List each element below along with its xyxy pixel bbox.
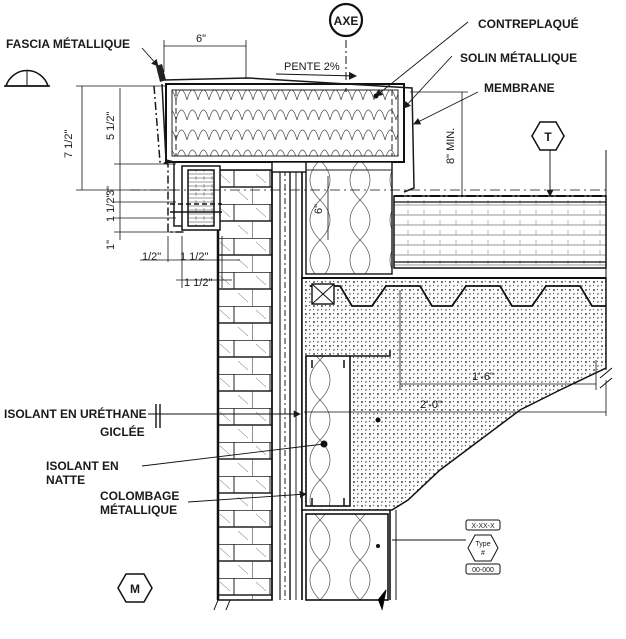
dim-span-1: 1'-6" bbox=[472, 371, 494, 383]
t-hex-label: T bbox=[544, 130, 552, 144]
dim-stud-depth: 6" bbox=[313, 204, 325, 214]
dim-3: 3" bbox=[105, 186, 117, 196]
detail-reference-tag: X-XX-X Type # 00-000 bbox=[465, 519, 501, 575]
wall-sheathing-layers bbox=[279, 170, 303, 600]
axis-bubble: AXE bbox=[328, 2, 364, 38]
label-slope: PENTE 2% bbox=[284, 61, 340, 73]
label-stud-2: MÉTALLIQUE bbox=[100, 502, 177, 517]
label-plywood: CONTREPLAQUÉ bbox=[478, 16, 579, 31]
label-urethane-1: ISOLANT EN URÉTHANE bbox=[4, 406, 147, 421]
detail-ref-top: X-XX-X bbox=[471, 523, 495, 530]
m-hexagon: M bbox=[117, 573, 153, 603]
brick-veneer bbox=[217, 169, 273, 601]
stud-wall-lower bbox=[305, 350, 391, 507]
break-lines bbox=[213, 150, 613, 611]
detail-ref-num: # bbox=[481, 550, 485, 557]
label-stud-1: COLOMBAGE bbox=[100, 489, 179, 503]
dim-height-parapet: 5 1/2" bbox=[105, 112, 117, 140]
parapet-stud-cavity bbox=[305, 161, 393, 275]
axis-dot bbox=[375, 417, 381, 423]
dim-half: 1/2" bbox=[142, 251, 161, 263]
stud-wall-bottom bbox=[305, 513, 389, 601]
label-flashing: SOLIN MÉTALLIQUE bbox=[460, 50, 577, 65]
slope-arrow bbox=[275, 71, 357, 80]
fascia-edge bbox=[156, 64, 166, 82]
dim-1-half-a: 1 1/2" bbox=[105, 194, 117, 222]
dim-1-half-b: 1 1/2" bbox=[180, 251, 208, 263]
t-hexagon: T bbox=[531, 121, 565, 151]
section-marker bbox=[4, 69, 50, 87]
dim-1: 1" bbox=[105, 240, 117, 250]
m-hex-label: M bbox=[130, 582, 140, 596]
label-batt-2: NATTE bbox=[46, 473, 85, 487]
roof-assembly bbox=[393, 195, 607, 269]
dim-span-2: 2'-0" bbox=[420, 399, 442, 411]
parapet-block bbox=[165, 83, 405, 163]
dim-1-half-c: 1 1/2" bbox=[184, 277, 212, 289]
batt-dot bbox=[320, 440, 328, 448]
label-min-height: 8" MIN. bbox=[445, 128, 457, 164]
label-membrane: MEMBRANE bbox=[484, 81, 555, 95]
dim-height-total: 7 1/2" bbox=[63, 130, 75, 158]
detail-ref-bottom: 00-000 bbox=[472, 567, 494, 574]
detail-ref-type: Type bbox=[475, 541, 490, 548]
plywood-dot bbox=[373, 93, 379, 99]
label-fascia: FASCIA MÉTALLIQUE bbox=[6, 36, 130, 51]
dim-top-width: 6" bbox=[196, 33, 206, 45]
dimension-lines bbox=[76, 40, 607, 416]
label-batt-1: ISOLANT EN bbox=[46, 459, 119, 473]
axis-label: AXE bbox=[334, 14, 359, 28]
leader-lines bbox=[141, 21, 554, 541]
label-urethane-2: GICLÉE bbox=[100, 424, 145, 439]
fascia-nose bbox=[170, 165, 222, 231]
